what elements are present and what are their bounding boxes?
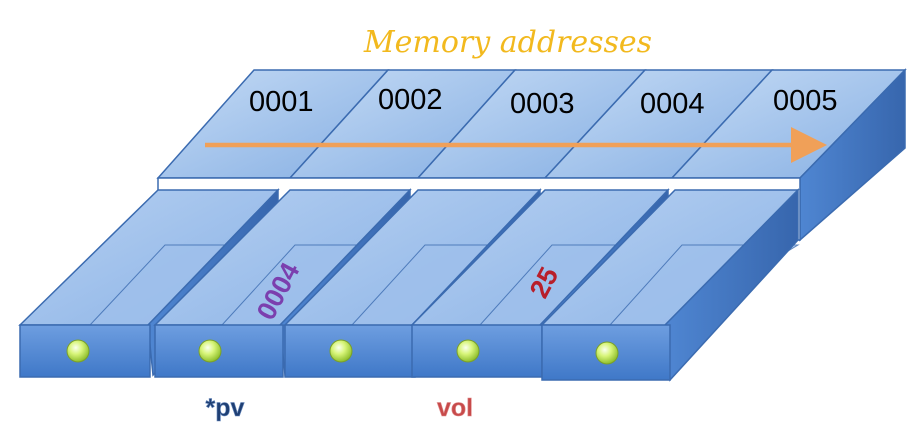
memory-cell-dot — [595, 341, 619, 365]
memory-cell-dot — [329, 339, 353, 363]
address-label: 0001 — [249, 86, 314, 118]
memory-cell — [540, 188, 800, 382]
address-labels: 0001 0002 0003 0004 0005 — [249, 84, 838, 120]
diagram-title: Memory addresses — [363, 25, 652, 60]
address-label: 0004 — [640, 88, 705, 120]
address-label: 0005 — [773, 85, 838, 117]
memory-cell-dot — [456, 339, 480, 363]
pointer-label: *pv — [206, 394, 245, 422]
address-label: 0003 — [510, 88, 575, 120]
variable-label: vol — [437, 394, 473, 422]
memory-cell-dot — [66, 339, 90, 363]
memory-cell-dot — [198, 339, 222, 363]
address-label: 0002 — [378, 84, 443, 116]
memory-cells — [18, 188, 800, 382]
